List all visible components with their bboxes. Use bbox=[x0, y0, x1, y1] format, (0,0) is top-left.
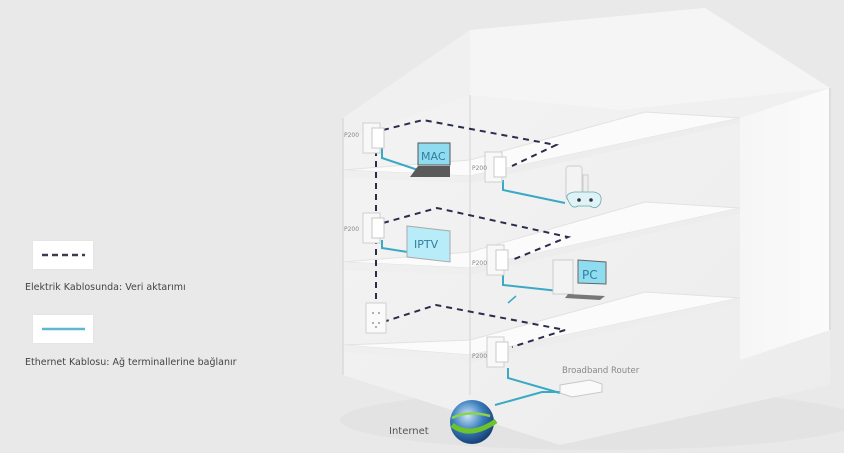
powerline-adapter: P200 bbox=[344, 212, 385, 244]
mac-laptop-icon: MAC bbox=[410, 142, 451, 177]
iptv-tv-icon: IPTV bbox=[406, 225, 451, 263]
iptv-label: IPTV bbox=[414, 238, 439, 251]
router-label: Broadband Router bbox=[562, 366, 640, 376]
roof-left bbox=[343, 30, 470, 140]
pc-label: PC bbox=[582, 268, 598, 282]
adapter-label: P200 bbox=[472, 353, 487, 360]
legend-ethernet-swatch bbox=[33, 315, 93, 343]
powerline-adapter: P200 bbox=[472, 244, 509, 276]
adapter-label: P200 bbox=[472, 165, 487, 172]
wall-outlet-icon bbox=[365, 302, 387, 334]
internet-globe-icon bbox=[450, 400, 498, 444]
adapter-label: P200 bbox=[344, 132, 359, 139]
internet-label: Internet bbox=[389, 426, 429, 437]
solid-line-icon bbox=[42, 327, 85, 331]
pc-icon: PC bbox=[552, 259, 607, 300]
legend-powerline-label: Elektrik Kablosunda: Veri aktarımı bbox=[25, 282, 186, 293]
right-wall bbox=[740, 88, 830, 360]
floor-slabs bbox=[342, 111, 741, 362]
powerline-adapter: P200 bbox=[472, 151, 507, 183]
powerline-adapter: P200 bbox=[344, 122, 385, 154]
adapter-label: P200 bbox=[472, 260, 487, 267]
powerline-adapter: P200 bbox=[472, 336, 509, 368]
powerline-connections bbox=[375, 118, 572, 348]
roof-right bbox=[470, 8, 830, 110]
legend-powerline-swatch bbox=[33, 241, 93, 269]
legend-ethernet-label: Ethernet Kablosu: Ağ terminallerine bağl… bbox=[25, 357, 237, 368]
broadband-router-icon: Broadband Router bbox=[559, 366, 640, 398]
dashed-line-icon bbox=[42, 253, 85, 257]
adapter-label: P200 bbox=[344, 226, 359, 233]
mac-label: MAC bbox=[421, 150, 446, 163]
game-console-icon bbox=[565, 165, 602, 208]
